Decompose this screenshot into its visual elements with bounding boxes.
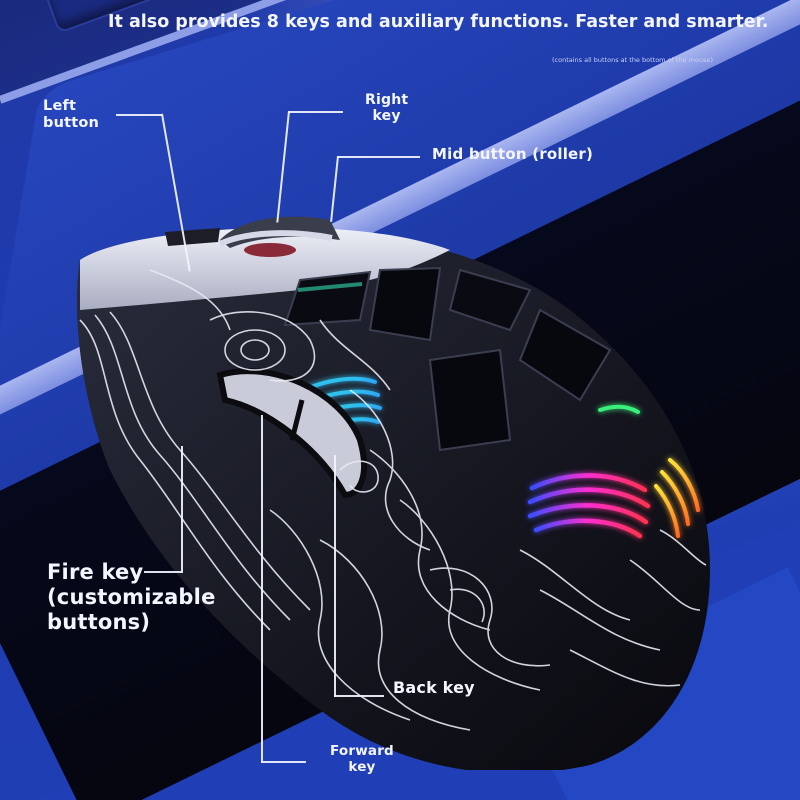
leader-line-back-key (334, 695, 384, 697)
label-mid-button: Mid button (roller) (432, 145, 594, 163)
leader-line-left-button (116, 114, 162, 116)
leader-line-forward-key (261, 415, 263, 762)
label-line: buttons) (47, 610, 151, 635)
label-line: Left (43, 98, 77, 114)
label-forward-key: Forward key (330, 743, 394, 775)
leader-line-forward-key (261, 761, 306, 763)
label-right-key: Right key (365, 92, 408, 124)
leader-line-right-key (288, 111, 343, 113)
label-line: key (372, 108, 401, 125)
leader-line-mid-button (337, 156, 420, 158)
label-line: (customizable (47, 585, 216, 610)
footnote-text: (contains all buttons at the bottom of t… (552, 56, 713, 64)
leader-line-fire-key (144, 571, 182, 573)
leader-line-back-key (334, 455, 336, 697)
label-line: key (348, 758, 376, 775)
gaming-mouse-icon (76, 216, 710, 770)
label-back-key: Back key (393, 678, 475, 697)
label-line: Fire key (47, 560, 144, 584)
headline-text: It also provides 8 keys and auxiliary fu… (108, 12, 769, 32)
label-line: Right (365, 92, 409, 108)
leader-line-fire-key (181, 446, 183, 573)
label-line: Forward (330, 743, 394, 759)
label-line: button (43, 114, 100, 131)
label-fire-key: Fire key (customizable buttons) (47, 560, 216, 636)
label-left-button: Left button (43, 98, 99, 131)
